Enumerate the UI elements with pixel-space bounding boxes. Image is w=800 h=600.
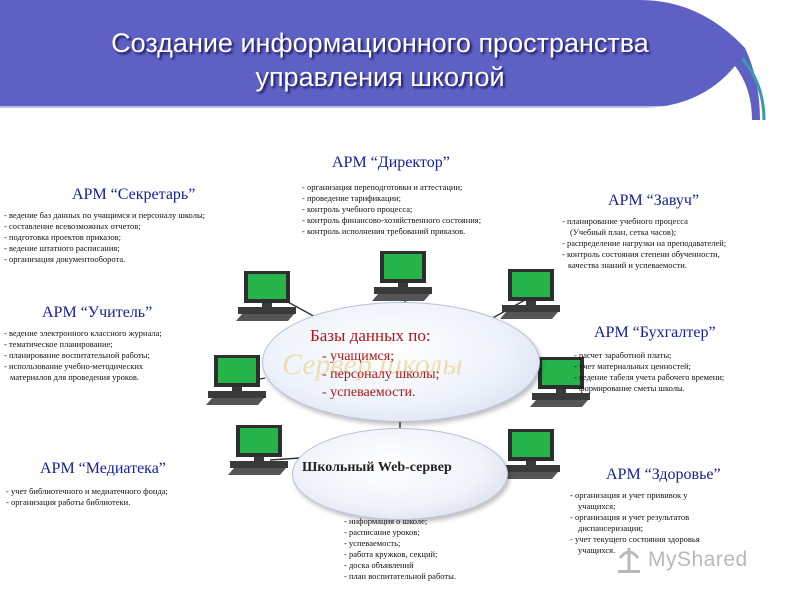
list-item: - организация и учет прививок у [570, 490, 688, 500]
role-title-media-library: АРМ “Медиатека” [40, 460, 166, 477]
list-item: - учет материальных ценностей; [574, 361, 691, 371]
header-band [0, 0, 766, 120]
list-item: качества знаний и успеваемости. [568, 260, 687, 270]
list-item: (Учебный план, сетка часов); [570, 227, 677, 237]
database-title: Базы данных по: [310, 326, 431, 345]
list-item: - контроль исполнения требований приказо… [302, 226, 466, 236]
list-item: учащихся. [578, 545, 616, 555]
list-item: - расписание уроков; [344, 527, 420, 537]
list-item: - успеваемость; [344, 538, 401, 548]
role-title-health: АРМ “Здоровье” [606, 466, 721, 483]
brand-logo: MyShared [610, 540, 780, 580]
role-title-teacher: АРМ “Учитель” [42, 304, 153, 321]
brand-icon [618, 548, 640, 573]
list-item: - использование учебно-методических [4, 361, 144, 371]
role-title-secretary: АРМ “Секретарь” [72, 186, 196, 203]
slide-header: Создание информационного пространства уп… [0, 0, 800, 120]
list-item: - составление всевозможных отчетов; [4, 221, 141, 231]
database-item: - успеваемости. [322, 385, 416, 400]
list-item: - организация и учет результатов [570, 512, 690, 522]
list-item: - ведение табеля учета рабочего времени; [574, 372, 725, 382]
list-item: - ведение штатного расписания; [4, 243, 120, 253]
list-item: учащихся; [578, 501, 616, 511]
role-list-head-teacher: - планирование учебного процесса (Учебны… [562, 216, 726, 271]
list-item: - информация о школе; [344, 516, 428, 526]
web-server-title: Школьный Web-сервер [302, 460, 452, 475]
list-item: диспансеризации; [578, 523, 644, 533]
slide-title: Создание информационного пространства уп… [40, 26, 720, 94]
list-item: - контроль финансово-хозяйственного сост… [302, 215, 482, 225]
database-list: - учащимся; - персоналу школы; - успевае… [322, 348, 439, 402]
list-item: - ведение электронного классного журнала… [4, 328, 162, 338]
list-item: - расчет заработной платы; [574, 350, 672, 360]
computer-icon [206, 355, 266, 405]
list-item: материалов для проведения уроков. [10, 372, 139, 382]
list-item: - формирование сметы школы. [574, 383, 685, 393]
list-item: - работа кружков, секций; [344, 549, 438, 559]
list-item: - проведение тарификации; [302, 193, 401, 203]
role-list-director: - организация переподготовки и аттестаци… [302, 182, 481, 237]
database-server-ellipse [262, 302, 540, 422]
list-item: - организация документооборота. [4, 254, 126, 264]
list-item: - план воспитательной работы. [344, 571, 456, 581]
list-item: - доска объявлений [344, 560, 414, 570]
database-item: - персоналу школы; [322, 367, 440, 382]
computer-icon [236, 271, 296, 321]
role-list-secretary: - ведение баз данных по учащимся и персо… [4, 210, 205, 265]
list-item: - организация работы библиотеки. [6, 497, 131, 507]
list-item: - организация переподготовки и аттестаци… [302, 182, 463, 192]
slide-title-line1: Создание информационного пространства [111, 28, 649, 58]
role-title-director: АРМ “Директор” [332, 154, 450, 171]
list-item: - ведение баз данных по учащимся и персо… [4, 210, 206, 220]
list-item: - тематическое планирование; [4, 339, 113, 349]
computer-icon [500, 429, 560, 479]
brand-text: MyShared [648, 548, 748, 571]
list-item: - учет текущего состояния здоровья [570, 534, 700, 544]
list-item: - распределение нагрузки на преподавател… [562, 238, 727, 248]
role-list-health: - организация и учет прививок у учащихся… [570, 490, 700, 556]
list-item: - планирование учебного процесса [562, 216, 688, 226]
list-item: - контроль учебного процесса; [302, 204, 413, 214]
list-item: - планирование воспитательной работы; [4, 350, 150, 360]
server-watermark: Сервер школы [282, 348, 463, 381]
list-item: - контроль состояния степени обученности… [562, 249, 720, 259]
role-list-media-library: - учет библиотечного и медиатечного фонд… [6, 486, 168, 508]
network-diagram: Сервер школы Базы данных по: - учащимся;… [0, 120, 800, 600]
role-title-accountant: АРМ “Бухгалтер” [594, 324, 716, 341]
list-item: - подготовка проектов приказов; [4, 232, 121, 242]
computer-icon [500, 269, 560, 319]
role-list-teacher: - ведение электронного классного журнала… [4, 328, 162, 383]
web-server-ellipse [292, 428, 508, 520]
role-title-head-teacher: АРМ “Завуч” [608, 192, 700, 209]
computer-icon [530, 357, 590, 407]
database-item: - учащимся; [322, 349, 395, 364]
computer-icon [228, 425, 288, 475]
role-list-accountant: - расчет заработной платы; - учет матери… [574, 350, 724, 394]
list-item: - учет библиотечного и медиатечного фонд… [6, 486, 168, 496]
slide-title-line2: управления школой [255, 62, 505, 92]
web-server-list: - информация о школе; - расписание уроко… [344, 516, 456, 582]
computer-icon [372, 251, 432, 301]
